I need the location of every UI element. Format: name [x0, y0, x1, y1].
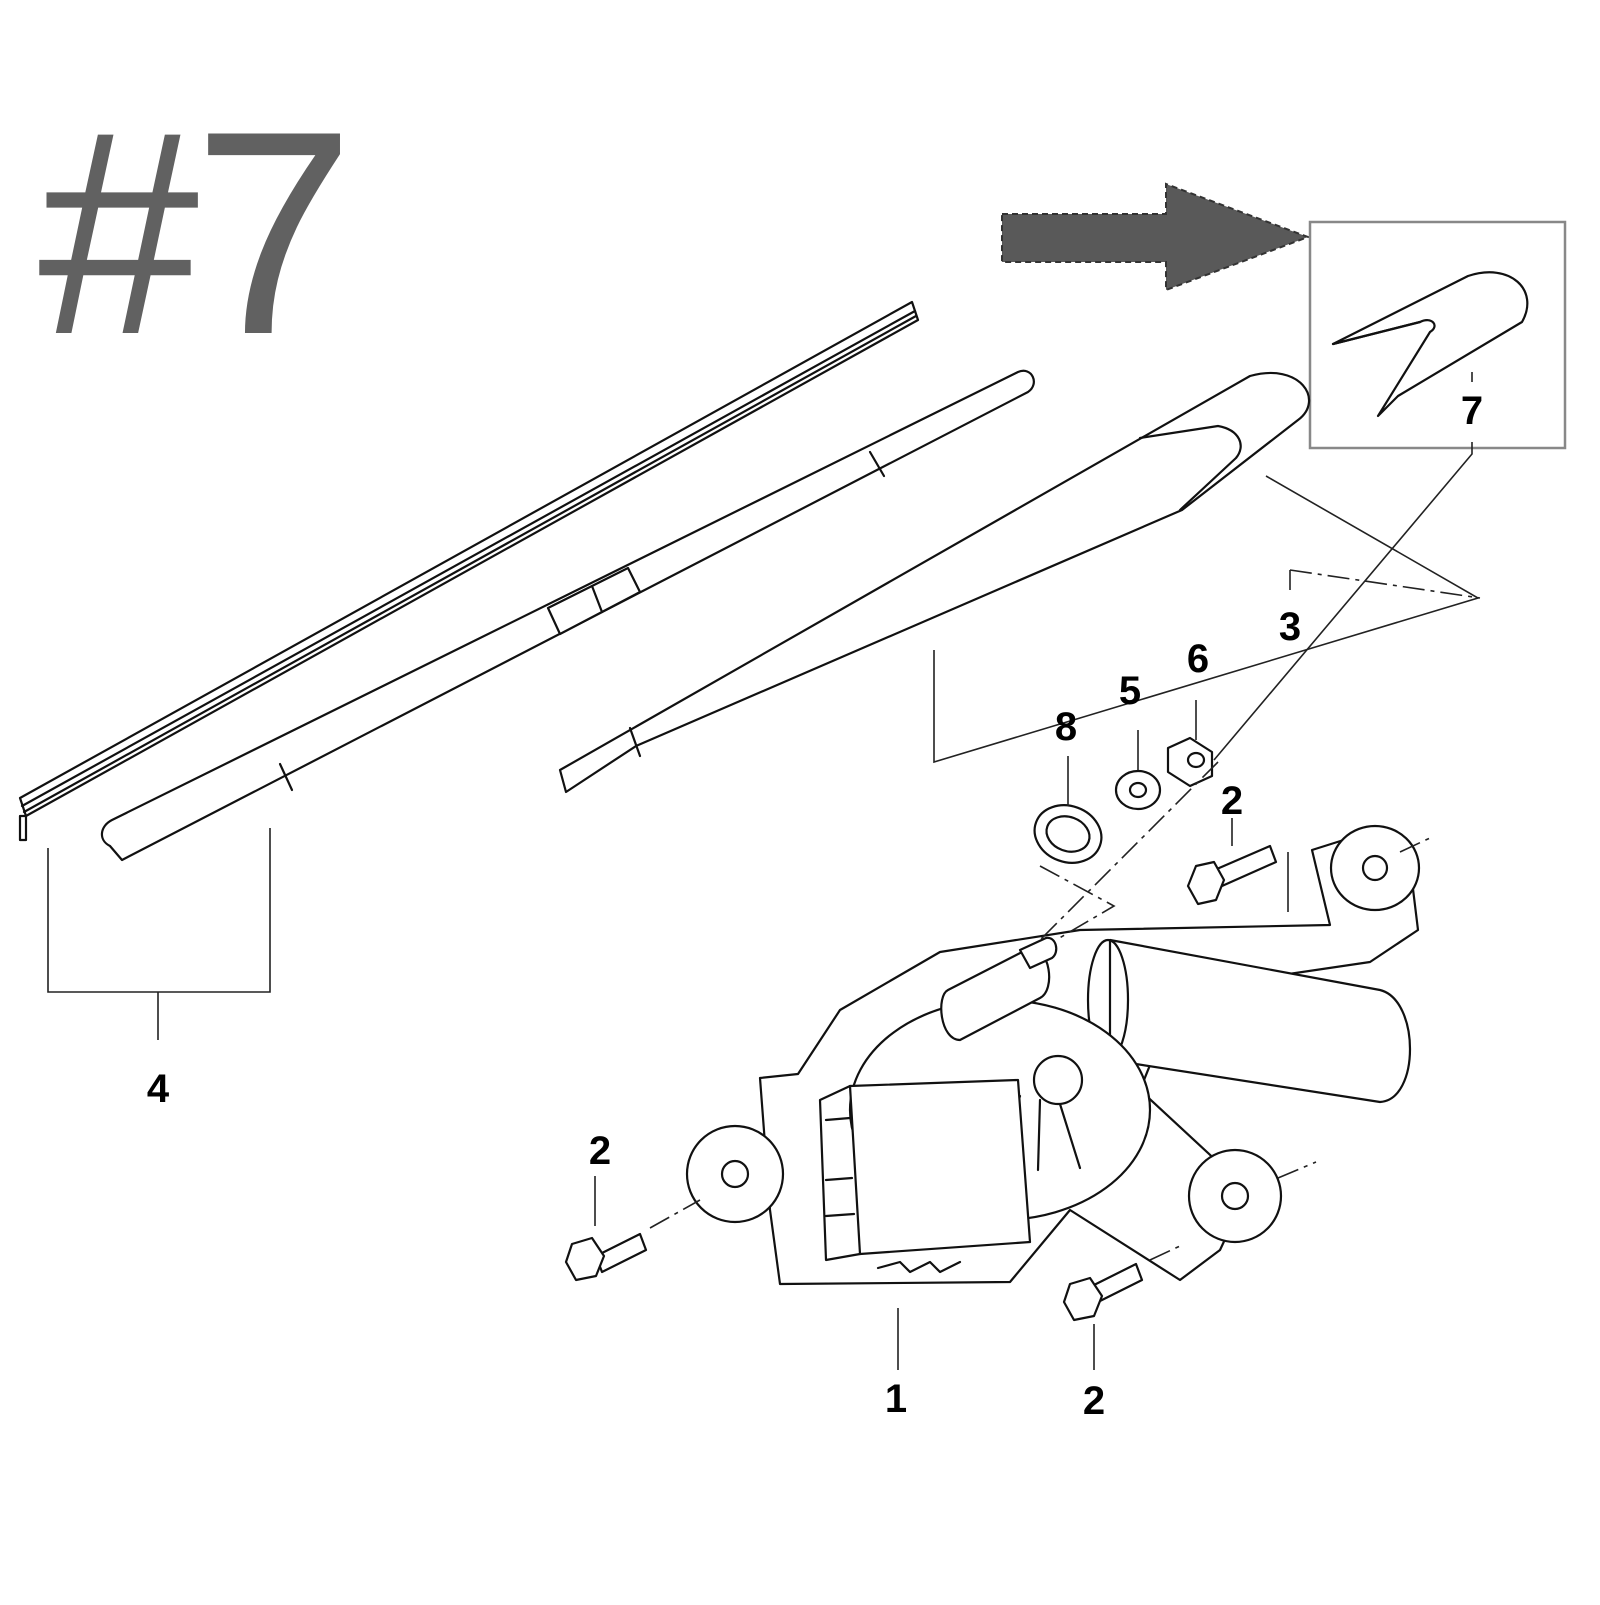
leader-lines	[47, 372, 1481, 1370]
part-1-motor	[685, 824, 1421, 1286]
part-2-bolt-left	[564, 1232, 648, 1282]
part-6-nut	[1166, 736, 1214, 788]
callout-8: 8	[1055, 705, 1077, 749]
callout-2-left: 2	[589, 1129, 611, 1173]
callout-3: 3	[1279, 605, 1301, 649]
callout-1: 1	[885, 1377, 907, 1421]
page-title: #7	[38, 71, 355, 395]
callout-6: 6	[1187, 637, 1209, 681]
highlight-box	[1308, 220, 1567, 450]
callout-2-upper: 2	[1221, 779, 1243, 823]
part-4-blade-frame	[100, 369, 1035, 862]
part-7-cap	[1331, 271, 1529, 418]
part-2-bolt-upper	[1186, 844, 1278, 906]
part-3-arm	[558, 371, 1311, 794]
callout-2-lower: 2	[1083, 1379, 1105, 1423]
part-4-blade	[18, 300, 920, 842]
callout-4: 4	[147, 1067, 170, 1111]
callout-7: 7	[1461, 389, 1483, 433]
part-8-grommet	[1033, 804, 1103, 864]
callout-5: 5	[1119, 669, 1141, 713]
right-arrow-icon	[1001, 182, 1311, 292]
part-2-bolt-lower	[1062, 1262, 1144, 1322]
part-5-washer	[1114, 769, 1162, 811]
